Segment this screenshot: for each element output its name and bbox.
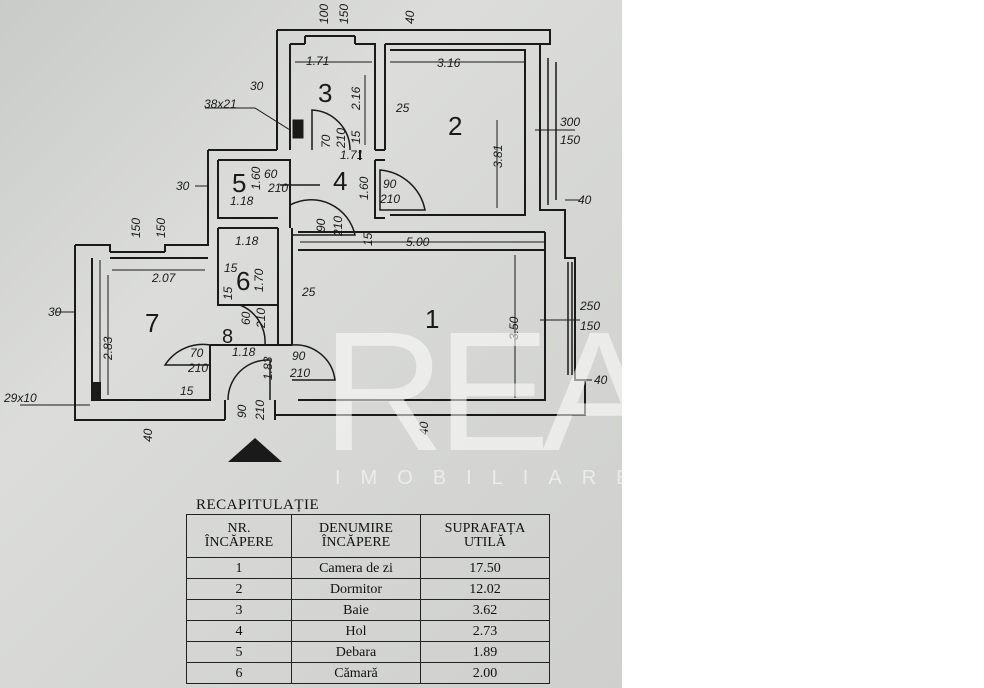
- dim-label: 210: [187, 361, 208, 375]
- dim-label: 15: [361, 232, 375, 246]
- dim-label: 30: [48, 305, 62, 319]
- room-number-6: 6: [236, 266, 250, 296]
- room-number-7: 7: [145, 308, 159, 338]
- dim-label: 3.50: [507, 316, 521, 340]
- dim-label: 210: [334, 128, 348, 149]
- dim-label: 100: [317, 4, 331, 24]
- dim-label: 1.60: [249, 166, 263, 190]
- dim-label: 15: [224, 261, 238, 275]
- dim-label: 25: [395, 101, 410, 115]
- dim-label: 150: [580, 319, 600, 333]
- dim-label: 30: [176, 179, 190, 193]
- room-number-4: 4: [333, 166, 347, 196]
- dim-label: 30: [250, 79, 264, 93]
- dim-label: 15: [180, 384, 194, 398]
- watermark-text: IMOBILIARE: [335, 467, 649, 489]
- dim-label: 38x21: [204, 97, 237, 111]
- dim-label: 150: [129, 218, 143, 238]
- dim-label: 250: [579, 299, 600, 313]
- dim-label: 40: [417, 421, 431, 435]
- dim-label: 70: [190, 346, 204, 360]
- dim-label: 2.16: [349, 86, 363, 111]
- dim-label: 1.60: [357, 176, 371, 200]
- header-room-number: NR.ÎNCĂPERE: [186, 514, 292, 558]
- dim-label: 210: [289, 366, 310, 380]
- dim-label: 1.18: [235, 234, 259, 248]
- dim-label: 40: [578, 193, 592, 207]
- watermark-logo: REA: [322, 300, 656, 487]
- north-arrow-icon: [228, 438, 282, 462]
- dim-label: 1.18: [232, 345, 256, 359]
- dim-label: 90: [314, 218, 328, 232]
- room-number-1: 1: [425, 304, 439, 334]
- dim-label: 210: [254, 308, 268, 329]
- dim-label: 1.18: [230, 194, 254, 208]
- watermark: REA IMOBILIARE: [322, 300, 664, 489]
- dim-label: 3.16: [437, 56, 461, 70]
- dim-label: 60: [264, 167, 278, 181]
- plan-sheet: 1 2 3 4 5 6 7 8 100 150 40 1.71 3.16 30 …: [0, 0, 622, 688]
- dim-label: 15: [221, 286, 235, 300]
- dim-label: 210: [267, 181, 288, 195]
- dim-label: 210: [331, 216, 345, 237]
- dim-label: 1.70: [252, 268, 266, 292]
- dim-label: 40: [403, 10, 417, 24]
- dim-label: 15: [349, 130, 363, 144]
- dim-label: 70: [319, 134, 333, 148]
- dim-label: 3.81: [491, 145, 505, 168]
- dim-label: 1.83: [261, 356, 275, 380]
- dim-label: 2.83: [101, 336, 115, 361]
- dim-label: 29x10: [3, 391, 37, 405]
- dim-label: 150: [154, 218, 168, 238]
- dim-label: 1.71: [340, 148, 363, 162]
- dim-label: 5.00: [406, 235, 430, 249]
- floor-plan: 1 2 3 4 5 6 7 8 100 150 40 1.71 3.16 30 …: [3, 4, 608, 462]
- dim-label: 300: [560, 115, 580, 129]
- dim-label: 2.07: [151, 271, 177, 285]
- dim-label: 210: [253, 400, 267, 421]
- room-number-3: 3: [318, 78, 332, 108]
- dim-label: 150: [560, 133, 580, 147]
- dim-label: 25: [301, 285, 316, 299]
- recap-title: RECAPITULAȚIE: [196, 497, 320, 513]
- dim-label: 90: [235, 404, 249, 418]
- dim-label: 40: [594, 373, 608, 387]
- dim-label: 1.71: [306, 54, 329, 68]
- room-number-8: 8: [222, 326, 233, 348]
- room-number-2: 2: [448, 111, 462, 141]
- dim-label: 90: [292, 349, 306, 363]
- room-number-5: 5: [232, 168, 246, 198]
- dim-label: 150: [337, 4, 351, 24]
- dim-label: 60: [239, 311, 253, 325]
- dim-label: 210: [379, 192, 400, 206]
- dim-label: 90: [383, 177, 397, 191]
- dim-label: 40: [141, 428, 155, 442]
